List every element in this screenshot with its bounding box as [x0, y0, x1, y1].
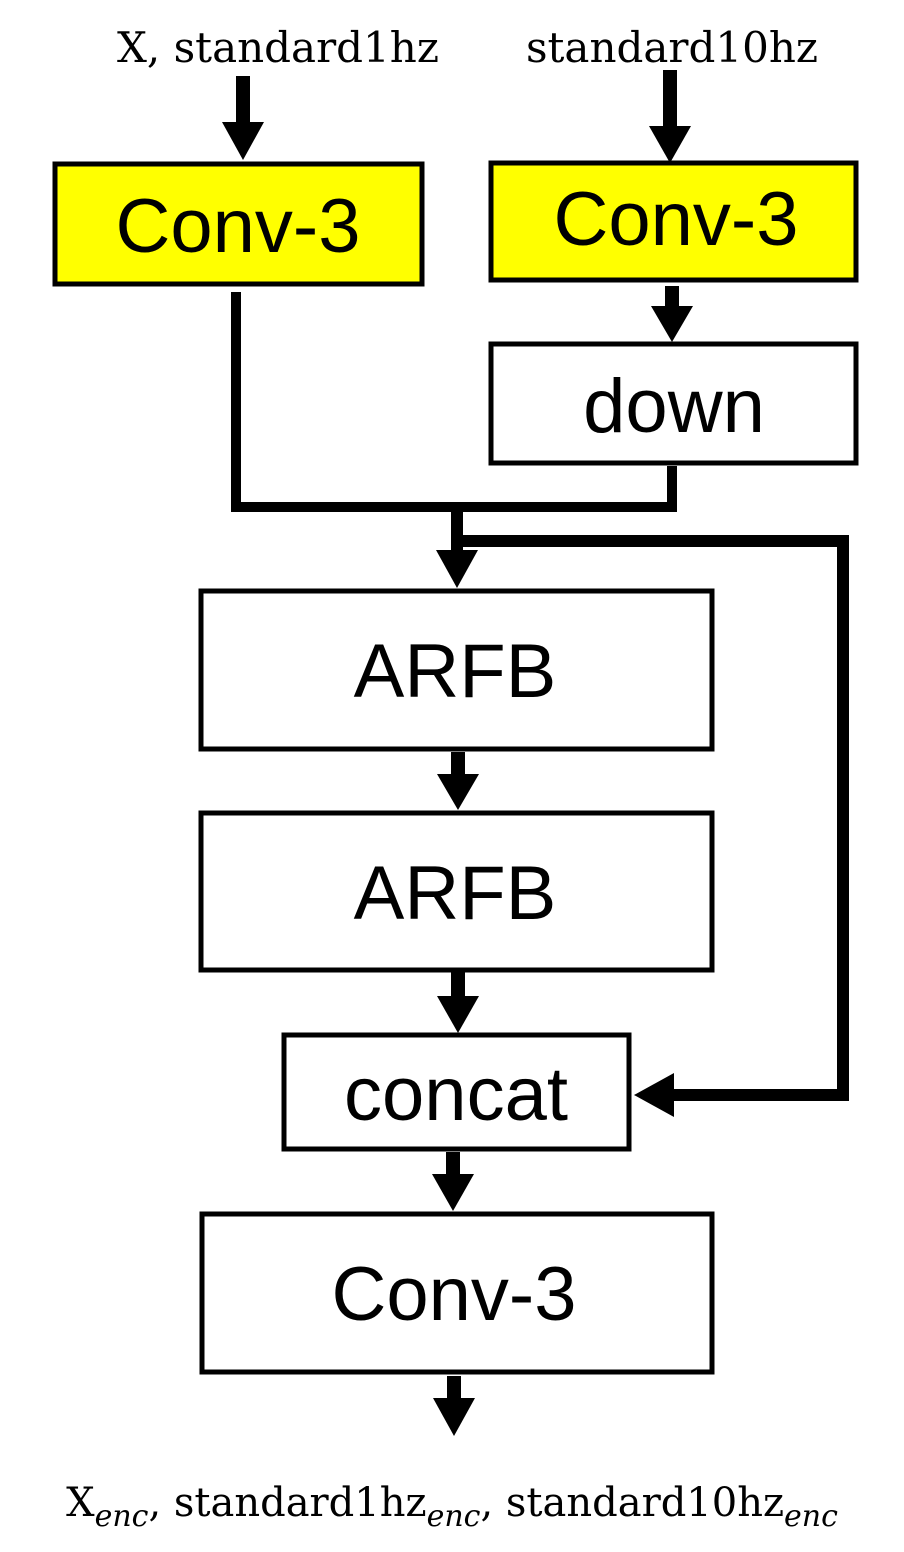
- output-label: Xenc, standard1hzenc, standard10hzenc: [66, 1480, 838, 1534]
- conv3-left-box: [52, 161, 425, 287]
- arfb-label-1: ARFB: [354, 629, 557, 714]
- concat-box: [281, 1032, 632, 1152]
- down-box: [488, 341, 859, 466]
- output-standard1hz: standard1hz: [174, 1480, 427, 1526]
- conv3-right-label: Conv-3: [554, 177, 799, 262]
- conv3-left-label: Conv-3: [116, 184, 361, 269]
- output-standard10hz-subscript: enc: [784, 1499, 838, 1534]
- output-x-subscript: enc: [95, 1499, 149, 1534]
- skip-connection: [457, 535, 849, 1117]
- arrow-output: [433, 1376, 475, 1436]
- output-sep-2: ,: [480, 1480, 505, 1526]
- conv3-output-block: Conv-3: [199, 1211, 715, 1375]
- arfb-box-2: [198, 810, 715, 973]
- arfb-block-1: ARFB: [198, 588, 715, 752]
- input-label-left: X, standard1hz: [117, 23, 439, 72]
- arrow-input-left: [222, 76, 264, 160]
- concat-block: concat: [281, 1032, 632, 1152]
- arfb-block-2: ARFB: [198, 810, 715, 973]
- arfb-box-1: [198, 588, 715, 752]
- arfb-label-2: ARFB: [354, 851, 557, 936]
- output-x: X: [66, 1480, 95, 1526]
- arrow-arfb2-to-concat: [437, 972, 479, 1033]
- conv3-output-box: [199, 1211, 715, 1375]
- down-label: down: [583, 364, 765, 449]
- output-standard10hz: standard10hz: [506, 1480, 784, 1526]
- arrow-arfb1-to-arfb2: [437, 752, 479, 810]
- conv3-right-block: Conv-3: [488, 160, 859, 283]
- arrow-conv3-to-down: [651, 286, 693, 342]
- input-label-right: standard10hz: [526, 23, 818, 72]
- down-block: down: [488, 341, 859, 466]
- arrow-concat-to-conv3: [432, 1152, 474, 1211]
- arrow-input-right: [649, 70, 691, 163]
- conv3-right-box: [488, 160, 859, 283]
- concat-label: concat: [344, 1052, 568, 1137]
- conv3-left-block: Conv-3: [52, 161, 425, 287]
- conv3-output-label: Conv-3: [332, 1252, 577, 1337]
- output-standard1hz-subscript: enc: [427, 1499, 481, 1534]
- output-sep-1: ,: [148, 1480, 173, 1526]
